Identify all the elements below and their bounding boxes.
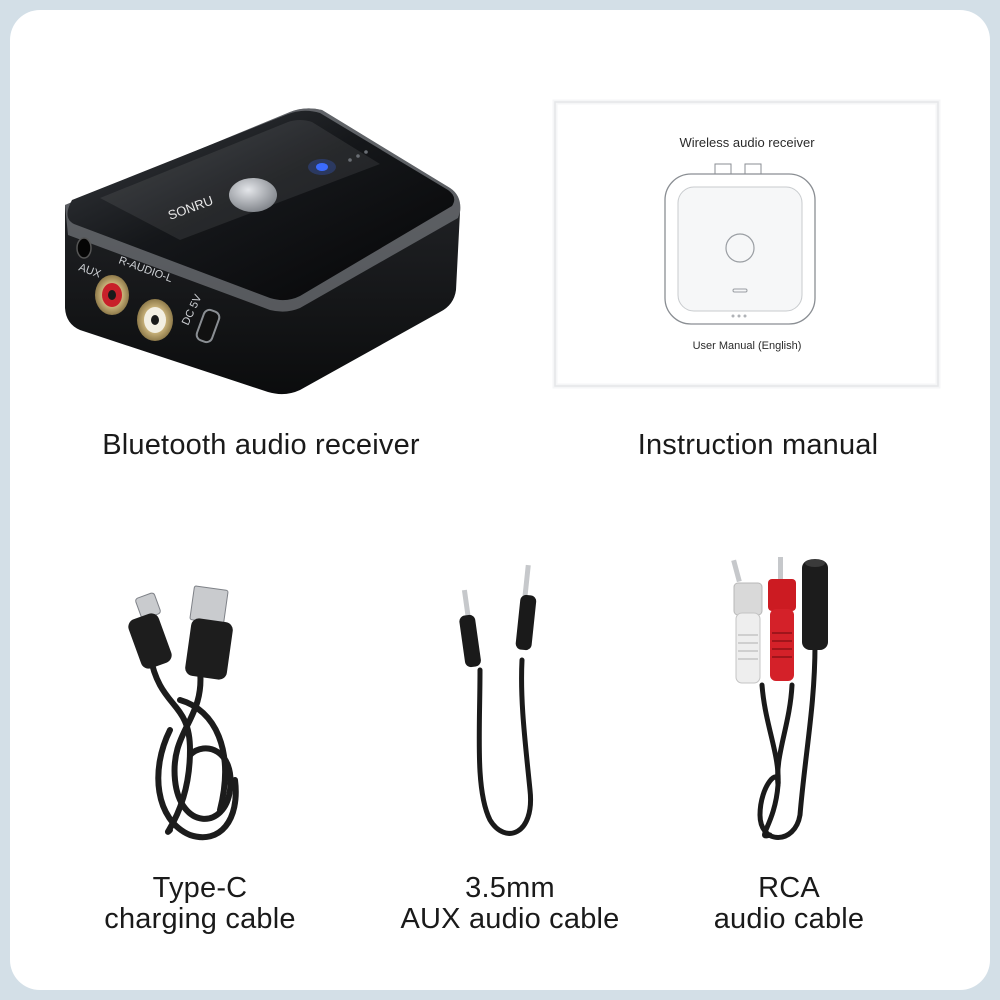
aux-cable-image	[459, 564, 537, 836]
caption-receiver: Bluetooth audio receiver	[61, 430, 461, 461]
caption-typec: Type-C charging cable	[0, 873, 400, 935]
caption-typec-line2: charging cable	[104, 903, 296, 935]
bluetooth-receiver-image: SONRU AUX R-AUDIO-L DC 5V	[65, 108, 461, 395]
caption-rca-line1: RCA	[758, 872, 820, 904]
caption-aux: 3.5mm AUX audio cable	[310, 873, 710, 935]
caption-aux-line1: 3.5mm	[465, 872, 555, 904]
caption-receiver-text: Bluetooth audio receiver	[102, 429, 420, 461]
caption-aux-line2: AUX audio cable	[400, 903, 620, 935]
caption-manual: Instruction manual	[558, 430, 958, 461]
caption-rca-line2: audio cable	[713, 903, 865, 935]
caption-typec-line1: Type-C	[152, 872, 248, 904]
manual-title: Wireless audio receiver	[679, 135, 815, 150]
instruction-manual-image: Wireless audio receiver User Manual (Eng…	[552, 99, 941, 389]
manual-footer: User Manual (English)	[693, 340, 802, 352]
caption-manual-text: Instruction manual	[637, 429, 879, 461]
rca-cable-image	[731, 557, 828, 840]
typec-cable-image	[128, 585, 239, 841]
caption-rca: RCA audio cable	[589, 873, 989, 935]
